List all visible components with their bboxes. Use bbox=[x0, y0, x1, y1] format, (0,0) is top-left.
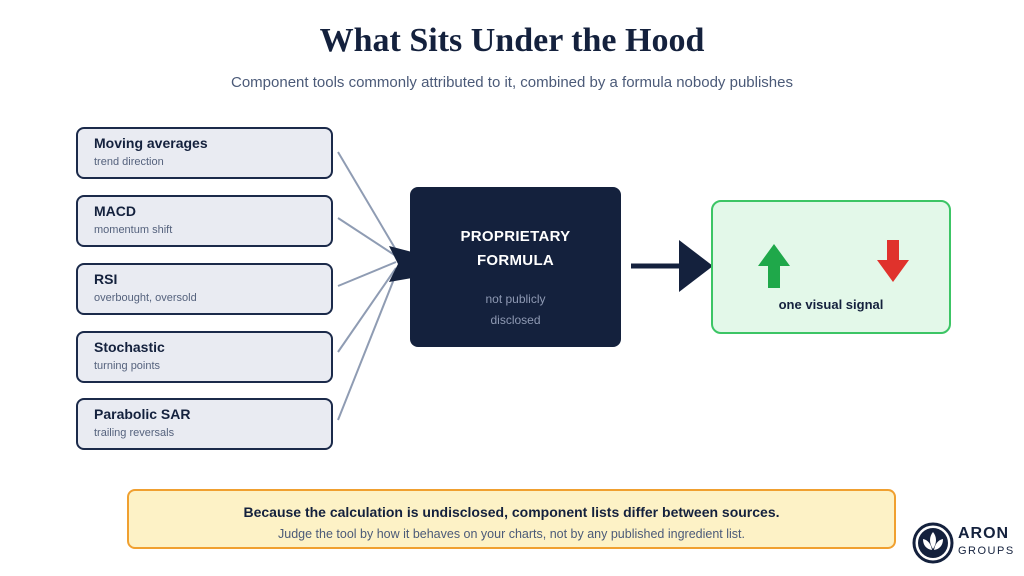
component-name: Parabolic SAR bbox=[94, 406, 191, 422]
component-macd: MACD momentum shift bbox=[76, 195, 333, 247]
logo-text-bottom: GROUPS bbox=[958, 545, 1015, 557]
green-up-arrow-icon bbox=[758, 244, 790, 288]
note-main-text: Because the calculation is undisclosed, … bbox=[243, 504, 780, 520]
component-desc: momentum shift bbox=[94, 224, 173, 236]
formula-title: PROPRIETARY FORMULA bbox=[410, 225, 621, 273]
visual-signal-box: one visual signal bbox=[711, 200, 951, 334]
connector-line-parabolic-sar bbox=[337, 273, 397, 421]
output-arrowhead bbox=[679, 240, 713, 292]
component-parabolic-sar: Parabolic SAR trailing reversals bbox=[76, 398, 333, 450]
leaf-logo-icon bbox=[912, 522, 954, 564]
component-name: Moving averages bbox=[94, 135, 208, 151]
component-name: RSI bbox=[94, 271, 118, 287]
connector-line-rsi bbox=[337, 261, 397, 287]
component-stochastic: Stochastic turning points bbox=[76, 331, 333, 383]
formula-note-line2: disclosed bbox=[490, 313, 541, 327]
connector-line-macd bbox=[337, 217, 397, 257]
formula-note: not publicly disclosed bbox=[410, 289, 621, 331]
formula-title-line2: FORMULA bbox=[476, 252, 555, 269]
component-desc: overbought, oversold bbox=[94, 292, 197, 304]
connector-line-moving-averages bbox=[337, 151, 397, 251]
aron-groups-logo: ARON GROUPS bbox=[912, 520, 1015, 566]
page-subtitle: Component tools commonly attributed to i… bbox=[231, 74, 793, 91]
component-rsi: RSI overbought, oversold bbox=[76, 263, 333, 315]
component-desc: trend direction bbox=[94, 156, 164, 168]
page-title: What Sits Under the Hood bbox=[319, 22, 705, 59]
input-arrowhead bbox=[389, 246, 412, 282]
red-down-arrow-icon bbox=[877, 240, 909, 282]
signal-label: one visual signal bbox=[778, 297, 884, 312]
logo-text-top: ARON bbox=[958, 525, 1010, 542]
formula-note-line1: not publicly bbox=[485, 292, 546, 306]
note-sub-text: Judge the tool by how it behaves on your… bbox=[278, 527, 745, 541]
connector-line-stochastic bbox=[337, 267, 397, 353]
component-name: MACD bbox=[94, 203, 136, 219]
disclaimer-note: Because the calculation is undisclosed, … bbox=[127, 489, 896, 549]
component-desc: turning points bbox=[94, 360, 161, 372]
component-name: Stochastic bbox=[94, 339, 165, 355]
component-desc: trailing reversals bbox=[94, 427, 175, 439]
formula-title-line1: PROPRIETARY bbox=[460, 228, 571, 245]
component-moving-averages: Moving averages trend direction bbox=[76, 127, 333, 179]
proprietary-formula-box: PROPRIETARY FORMULA not publicly disclos… bbox=[410, 187, 621, 347]
